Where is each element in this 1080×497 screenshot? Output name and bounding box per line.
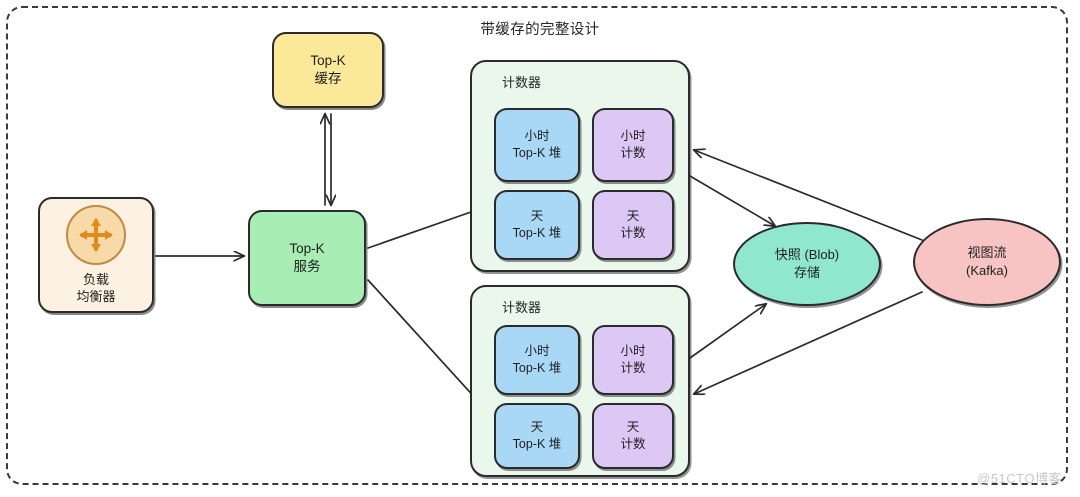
counter-group-1-cell-hour-heap[interactable]: 小时 Top-K 堆 xyxy=(494,108,580,182)
counter-group-1-cell-hour-count[interactable]: 小时 计数 xyxy=(592,108,674,182)
watermark: @51CTO博客 xyxy=(977,471,1062,486)
four-way-arrow-icon xyxy=(66,204,126,265)
counter-group-2-cell-day-count[interactable]: 天 计数 xyxy=(592,403,674,469)
counter-group-1-label: 计数器 xyxy=(502,75,542,90)
counter-group-2-label: 计数器 xyxy=(502,300,542,315)
node-view-stream-kafka[interactable]: 视图流 (Kafka) xyxy=(913,218,1061,306)
node-load-balancer-label: 负载 均衡器 xyxy=(76,271,116,304)
node-topk-service[interactable]: Top-K 服务 xyxy=(248,210,366,306)
node-snapshot-label: 快照 (Blob) 存储 xyxy=(774,247,840,280)
edge-kafka-to-group2 xyxy=(694,291,923,394)
node-kafka-label: 视图流 (Kafka) xyxy=(966,245,1008,278)
counter-group-2-cell-hour-count[interactable]: 小时 计数 xyxy=(592,325,674,395)
node-topk-cache-label: Top-K 缓存 xyxy=(310,53,346,86)
counter-group-2[interactable]: 计数器 小时 Top-K 堆 小时 计数 天 Top-K 堆 天 计数 xyxy=(470,285,690,477)
node-topk-cache[interactable]: Top-K 缓存 xyxy=(272,32,384,108)
counter-group-2-cell-hour-heap[interactable]: 小时 Top-K 堆 xyxy=(494,325,580,395)
counter-group-1-cell-day-heap[interactable]: 天 Top-K 堆 xyxy=(494,190,580,260)
edge-kafka-to-group1 xyxy=(694,150,923,241)
counter-group-1-cell-day-count[interactable]: 天 计数 xyxy=(592,190,674,260)
node-topk-service-label: Top-K 服务 xyxy=(289,241,325,274)
node-snapshot-blob-storage[interactable]: 快照 (Blob) 存储 xyxy=(733,222,881,306)
counter-group-1[interactable]: 计数器 小时 Top-K 堆 小时 计数 天 Top-K 堆 天 计数 xyxy=(470,60,690,272)
counter-group-2-cell-day-heap[interactable]: 天 Top-K 堆 xyxy=(494,403,580,469)
edge-group2-to-snapshot xyxy=(689,304,766,359)
diagram-title: 带缓存的完整设计 xyxy=(480,22,600,38)
node-load-balancer[interactable]: 负载 均衡器 xyxy=(38,197,154,313)
edge-group1-to-snapshot xyxy=(689,175,775,226)
